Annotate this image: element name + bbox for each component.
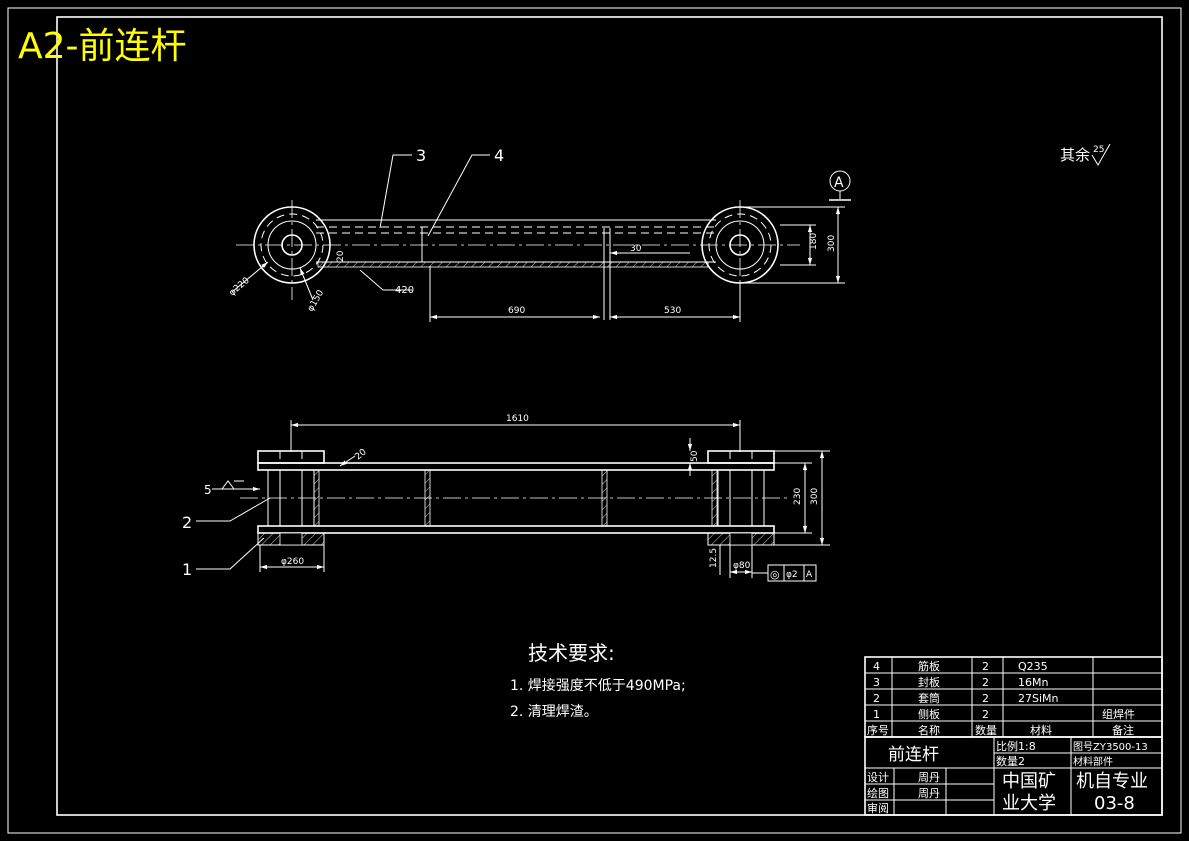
roughness-value: 25	[1093, 145, 1104, 155]
parts-row: 4 筋板 2 Q235	[873, 659, 1048, 673]
geometric-tolerance-frame: ◎ φ2 A	[752, 564, 817, 582]
dim-phi80: φ80	[733, 561, 751, 571]
datum-letter: A	[834, 175, 844, 191]
dim-1610: 1610	[506, 414, 529, 424]
title-block: 前连杆 比例1:8 图号ZY3500-13 数量2 材料部件 设计 周丹 绘图 …	[864, 736, 1163, 816]
class-line-1: 机自专业	[1076, 771, 1148, 792]
technical-requirements: 技术要求: 1. 焊接强度不低于490MPa; 2. 清理焊渣。	[510, 641, 686, 720]
draw-label: 绘图	[867, 786, 889, 800]
tech-item-1: 1. 焊接强度不低于490MPa;	[510, 677, 686, 694]
parts-row: 1 侧板 2 组焊件	[873, 707, 1135, 721]
part-no: 3	[873, 676, 880, 689]
part-no: 2	[873, 692, 880, 705]
part-title: 前连杆	[888, 745, 939, 765]
dim-690: 690	[508, 306, 525, 316]
design-label: 设计	[867, 771, 889, 784]
header-material: 材料	[1030, 723, 1052, 737]
school-line-2: 业大学	[1002, 793, 1056, 814]
part-material: 27SiMn	[1018, 692, 1059, 705]
part-qty: 2	[982, 676, 989, 689]
part-qty: 2	[982, 660, 989, 673]
balloon-2: 2	[182, 513, 192, 532]
header-note: 备注	[1112, 723, 1134, 737]
dim-180: 180	[809, 233, 819, 250]
part-name: 侧板	[918, 707, 940, 721]
left-boss-outer	[253, 206, 331, 284]
parts-list: 4 筋板 2 Q235 3 封板 2 16Mn 2 套筒 2 27SiMn 1 …	[864, 656, 1163, 738]
part-material: 16Mn	[1018, 676, 1048, 689]
tolerance-datum: A	[806, 570, 813, 580]
dim-50: 50	[690, 450, 700, 462]
dim-20-top: 20	[336, 250, 346, 262]
weld-symbol-icon	[221, 480, 235, 490]
review-label: 审阅	[867, 801, 889, 815]
dim-phi260: φ260	[281, 557, 304, 567]
dim-530: 530	[664, 306, 681, 316]
front-view: 1610 20	[182, 414, 830, 582]
part-name: 套筒	[918, 691, 940, 705]
dim-300-top: 300	[827, 235, 837, 252]
balloon-3: 3	[416, 146, 426, 165]
parts-row: 2 套筒 2 27SiMn	[873, 691, 1059, 705]
dim-20-front: 20	[354, 447, 369, 462]
draw-name: 周丹	[918, 787, 940, 800]
quantity-text: 数量2	[996, 755, 1025, 768]
part-no: 4	[873, 660, 880, 673]
part-no: 1	[873, 708, 880, 721]
part-qty: 2	[982, 708, 989, 721]
school-line-1: 中国矿	[1002, 771, 1056, 792]
material-text: 材料部件	[1073, 755, 1113, 768]
surface-roughness-note: 其余 25	[1060, 143, 1111, 166]
dim-300-front: 300	[810, 488, 820, 505]
outer-border	[7, 7, 1182, 834]
dim-420: 420	[395, 285, 414, 296]
part-note: 组焊件	[1102, 707, 1135, 721]
balloon-4: 4	[494, 146, 504, 165]
weld-size: 5	[204, 483, 212, 497]
roughness-label: 其余	[1060, 146, 1090, 164]
dim-phi150: φ150	[306, 288, 326, 313]
scale-text: 比例1:8	[996, 739, 1036, 753]
parts-header: 序号 名称 数量 材料 备注	[867, 723, 1134, 737]
drawing-number: 图号ZY3500-13	[1073, 741, 1148, 753]
dim-230: 230	[793, 488, 803, 505]
tolerance-value: φ2	[786, 570, 798, 580]
inner-border	[56, 16, 1163, 816]
class-line-2: 03-8	[1094, 793, 1135, 814]
part-material: Q235	[1018, 660, 1048, 673]
dim-12-5: 12.5	[709, 548, 719, 568]
header-no: 序号	[867, 723, 889, 737]
bottom-flange	[257, 525, 775, 534]
top-flange	[257, 462, 775, 471]
design-name: 周丹	[918, 771, 940, 784]
parts-row: 3 封板 2 16Mn	[873, 675, 1048, 689]
tech-item-2: 2. 清理焊渣。	[510, 704, 598, 720]
lower-rib	[317, 261, 709, 268]
tolerance-symbol: ◎	[770, 568, 780, 581]
header-qty: 数量	[975, 724, 997, 737]
sheet-title: A2-前连杆	[18, 26, 187, 67]
dim-30: 30	[630, 244, 642, 254]
balloon-1: 1	[182, 560, 192, 579]
roughness-symbol-icon	[1091, 143, 1111, 166]
part-name: 封板	[918, 675, 940, 689]
part-name: 筋板	[918, 659, 940, 673]
part-qty: 2	[982, 692, 989, 705]
header-name: 名称	[918, 723, 940, 737]
tech-heading: 技术要求:	[528, 641, 615, 665]
top-view: 3 4 180 300 30 20 690 530 φ220 φ150 420	[228, 146, 845, 322]
datum-a-marker: A	[829, 170, 851, 201]
